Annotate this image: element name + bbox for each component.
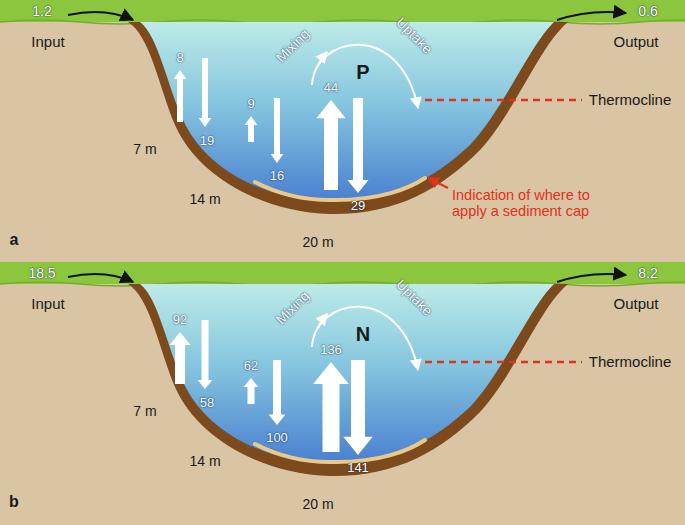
depth-label: 14 m bbox=[189, 192, 220, 207]
flux-value: 44 bbox=[324, 81, 338, 95]
cycle-arc bbox=[312, 45, 418, 108]
flux-value: 9 bbox=[247, 97, 254, 111]
flow-value: 8.2 bbox=[638, 266, 657, 281]
flow-value: 1.2 bbox=[32, 4, 51, 19]
leader-arrow bbox=[428, 178, 448, 188]
panel-letter: b bbox=[9, 493, 19, 511]
depth-label: 20 m bbox=[302, 235, 333, 250]
flux-value: 62 bbox=[244, 359, 258, 373]
cycle-arc-head bbox=[318, 52, 327, 66]
flux-value: 8 bbox=[176, 51, 183, 65]
flow-value: 18.5 bbox=[28, 266, 55, 281]
flux-arrow bbox=[343, 360, 372, 455]
flux-value: 136 bbox=[320, 343, 342, 357]
sediment-layer bbox=[128, 22, 568, 214]
lake-water bbox=[140, 22, 554, 201]
element-symbol: N bbox=[356, 323, 370, 345]
flux-arrow bbox=[174, 70, 187, 122]
flux-value: 29 bbox=[351, 199, 365, 213]
panel-letter: a bbox=[10, 231, 19, 249]
flux-value: 92 bbox=[173, 313, 187, 327]
layer-label: Thermocline bbox=[589, 92, 672, 109]
depth-label: 7 m bbox=[133, 404, 156, 419]
lake-panel bbox=[0, 262, 685, 476]
element-symbol: P bbox=[356, 61, 369, 83]
flux-arrow bbox=[170, 332, 191, 384]
flux-value: 58 bbox=[200, 396, 214, 410]
input-arrow bbox=[68, 12, 133, 20]
flux-arrow bbox=[316, 100, 345, 190]
lake-water bbox=[140, 284, 554, 463]
flux-arrow bbox=[198, 320, 213, 389]
depth-label: 14 m bbox=[189, 454, 220, 469]
input-arrow bbox=[68, 274, 133, 282]
grass-band bbox=[0, 262, 685, 284]
flux-arrow bbox=[271, 98, 284, 163]
flow-label: Output bbox=[613, 34, 658, 51]
output-arrow bbox=[557, 12, 626, 20]
sediment-layer bbox=[128, 284, 568, 476]
flux-value: 141 bbox=[347, 461, 369, 475]
flow-value: 0.6 bbox=[638, 4, 657, 19]
flow-label: Input bbox=[31, 296, 64, 313]
depth-label: 20 m bbox=[302, 497, 333, 512]
cycle-arc-head bbox=[318, 314, 327, 328]
flux-arrow bbox=[348, 98, 369, 193]
flux-arrow bbox=[313, 362, 349, 452]
thermocline-line bbox=[425, 361, 582, 364]
grass-band bbox=[0, 0, 685, 22]
flux-value: 16 bbox=[270, 169, 284, 183]
layer-label: Thermocline bbox=[589, 354, 672, 371]
thermocline-line bbox=[425, 99, 582, 102]
annotation: Indication of where to apply a sediment … bbox=[452, 188, 624, 220]
flow-label: Input bbox=[31, 34, 64, 51]
lake-panel bbox=[0, 0, 685, 214]
flow-label: Output bbox=[613, 296, 658, 313]
output-arrow bbox=[557, 274, 626, 282]
depth-label: 7 m bbox=[133, 142, 156, 157]
flux-value: 100 bbox=[266, 431, 288, 445]
flux-arrow bbox=[244, 378, 259, 404]
flux-arrow bbox=[199, 58, 212, 127]
flux-value: 19 bbox=[200, 134, 214, 148]
flux-arrow bbox=[269, 360, 286, 425]
flux-arrow bbox=[245, 116, 258, 142]
